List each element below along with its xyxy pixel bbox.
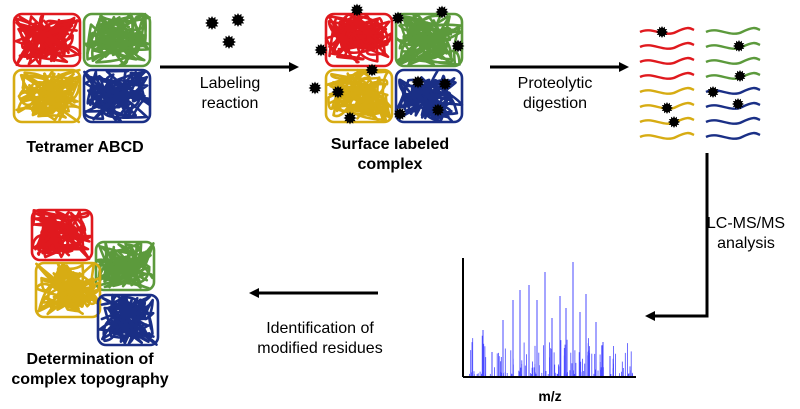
digestion-line-2: digestion [522,95,588,112]
tetramer-subunit-d [82,68,152,124]
labeled-subunit-d [394,68,464,124]
surface-line-2: complex [357,156,423,173]
peptide-right [705,56,761,65]
peptide-left [639,71,695,80]
topography-subunit-d [96,293,160,347]
bound-label-icon [438,77,452,91]
surface-labeled-complex [324,12,464,124]
complex-topography-protein [30,208,160,347]
arrow-lcms [645,153,709,321]
labeled-subunit-a [324,12,394,68]
spectrum-axis-label: m/z [538,388,562,404]
bound-label-icon [365,63,379,77]
peptide-right [705,41,761,50]
peptide-label-icon [733,40,745,52]
peptide-right [705,116,761,125]
peptide-right [705,26,761,35]
determination-line-1: Determination of [26,351,154,368]
bound-label-icon [308,81,322,95]
peptide-left [639,131,695,140]
bound-label-icon [411,75,425,89]
identification-line-2: modified residues [257,340,383,357]
tetramer-subunit-b [82,12,152,68]
peptide-label-icon [732,98,744,110]
labeling-line-2: reaction [201,95,259,112]
labeling-reaction-label: Labeling reaction [175,74,285,114]
peptide-left [639,26,695,35]
label-molecule-icon [231,13,245,27]
label-molecule-icon [205,16,219,30]
tetramer-subunit-c [12,68,82,124]
bound-label-icon [391,11,405,25]
labeling-line-1: Labeling [199,75,261,92]
peptide-left [639,86,695,95]
peptide-label-icon [734,70,746,82]
bound-label-icon [431,103,445,117]
digestion-line-1: Proteolytic [517,75,593,92]
bound-label-icon [314,43,328,57]
identification-label: Identification of modified residues [245,319,395,359]
digested-peptides [639,26,761,140]
topography-subunit-c [34,261,102,319]
peptide-right [705,131,761,140]
peptide-label-icon [668,116,680,128]
peptide-label-icon [656,26,668,38]
topography-subunit-a [30,208,94,262]
bound-label-icon [343,111,357,125]
lcms-analysis-label: LC-MS/MS analysis [698,214,794,254]
bound-label-icon [451,39,465,53]
determination-label: Determination of complex topography [0,350,180,390]
surface-labeled-label: Surface labeled complex [310,135,470,175]
lcms-line-1: LC-MS/MS [706,215,786,232]
bound-label-icon [393,107,407,121]
proteolytic-digestion-label: Proteolytic digestion [495,74,615,114]
peptide-left [639,41,695,50]
tetramer-label: Tetramer ABCD [26,139,144,156]
bound-label-icon [350,3,364,17]
label-molecule-icon [222,35,236,49]
labeled-subunit-c [324,68,394,124]
determination-line-2: complex topography [11,371,169,388]
bound-label-icon [435,5,449,19]
bound-label-icon [331,85,345,99]
tetramer-subunit-a [12,12,82,68]
peptide-right [705,101,761,110]
free-label-molecules [205,13,245,49]
mass-spectrum [462,258,636,378]
peptide-label-icon [661,102,673,114]
surface-line-1: Surface labeled [330,136,450,153]
peptide-label-icon [707,86,719,98]
topography-subunit-b [94,240,156,292]
peptide-right [705,71,761,80]
tetramer-abcd-protein [12,12,152,124]
labeled-subunit-b [394,12,464,68]
peptide-left [639,116,695,125]
bound-label-molecules [308,3,465,125]
spectrum-peaks [468,262,633,376]
lcms-line-2: analysis [717,235,775,252]
peptide-left [639,56,695,65]
identification-line-1: Identification of [266,320,374,337]
peptide-left [639,101,695,110]
